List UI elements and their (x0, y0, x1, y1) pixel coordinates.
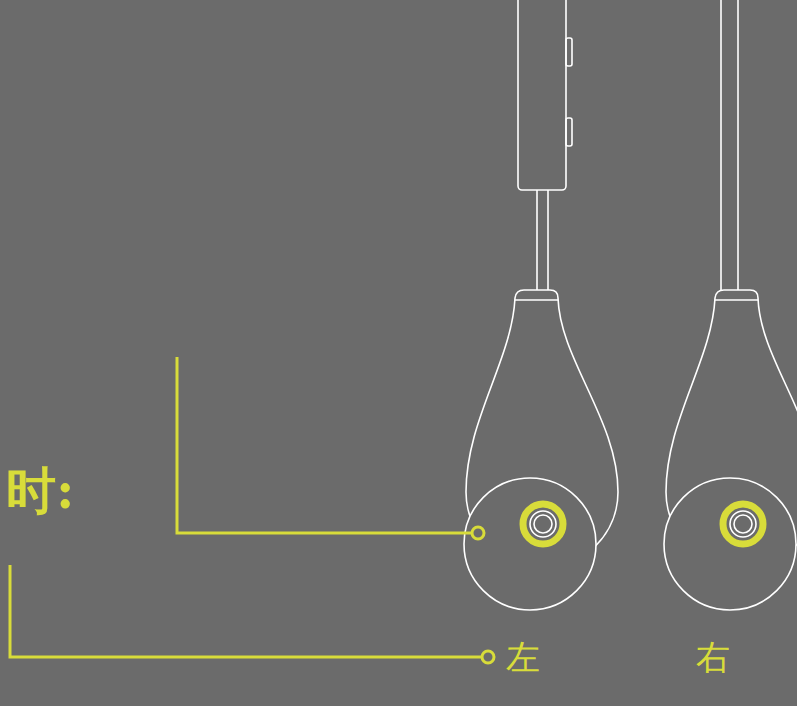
callout-text: 时: (6, 466, 74, 516)
leader-dot (482, 651, 494, 663)
leader-dot (472, 527, 484, 539)
sound-port (534, 515, 552, 533)
side-label: 右 (696, 640, 730, 674)
side-label: 左 (506, 640, 540, 674)
control-button (566, 118, 572, 146)
sound-port (530, 511, 556, 537)
control-button (566, 38, 572, 66)
cable (720, 0, 722, 292)
sound-port-ring (523, 504, 563, 544)
earbud-neck (515, 299, 558, 301)
cable (737, 0, 739, 292)
earbud (664, 290, 797, 610)
leader-line (177, 357, 471, 533)
cable (547, 190, 549, 292)
control-box (518, 0, 566, 190)
leader-line (10, 565, 481, 657)
ear-tip (464, 478, 596, 610)
cable (536, 190, 538, 292)
earbud (464, 290, 618, 610)
